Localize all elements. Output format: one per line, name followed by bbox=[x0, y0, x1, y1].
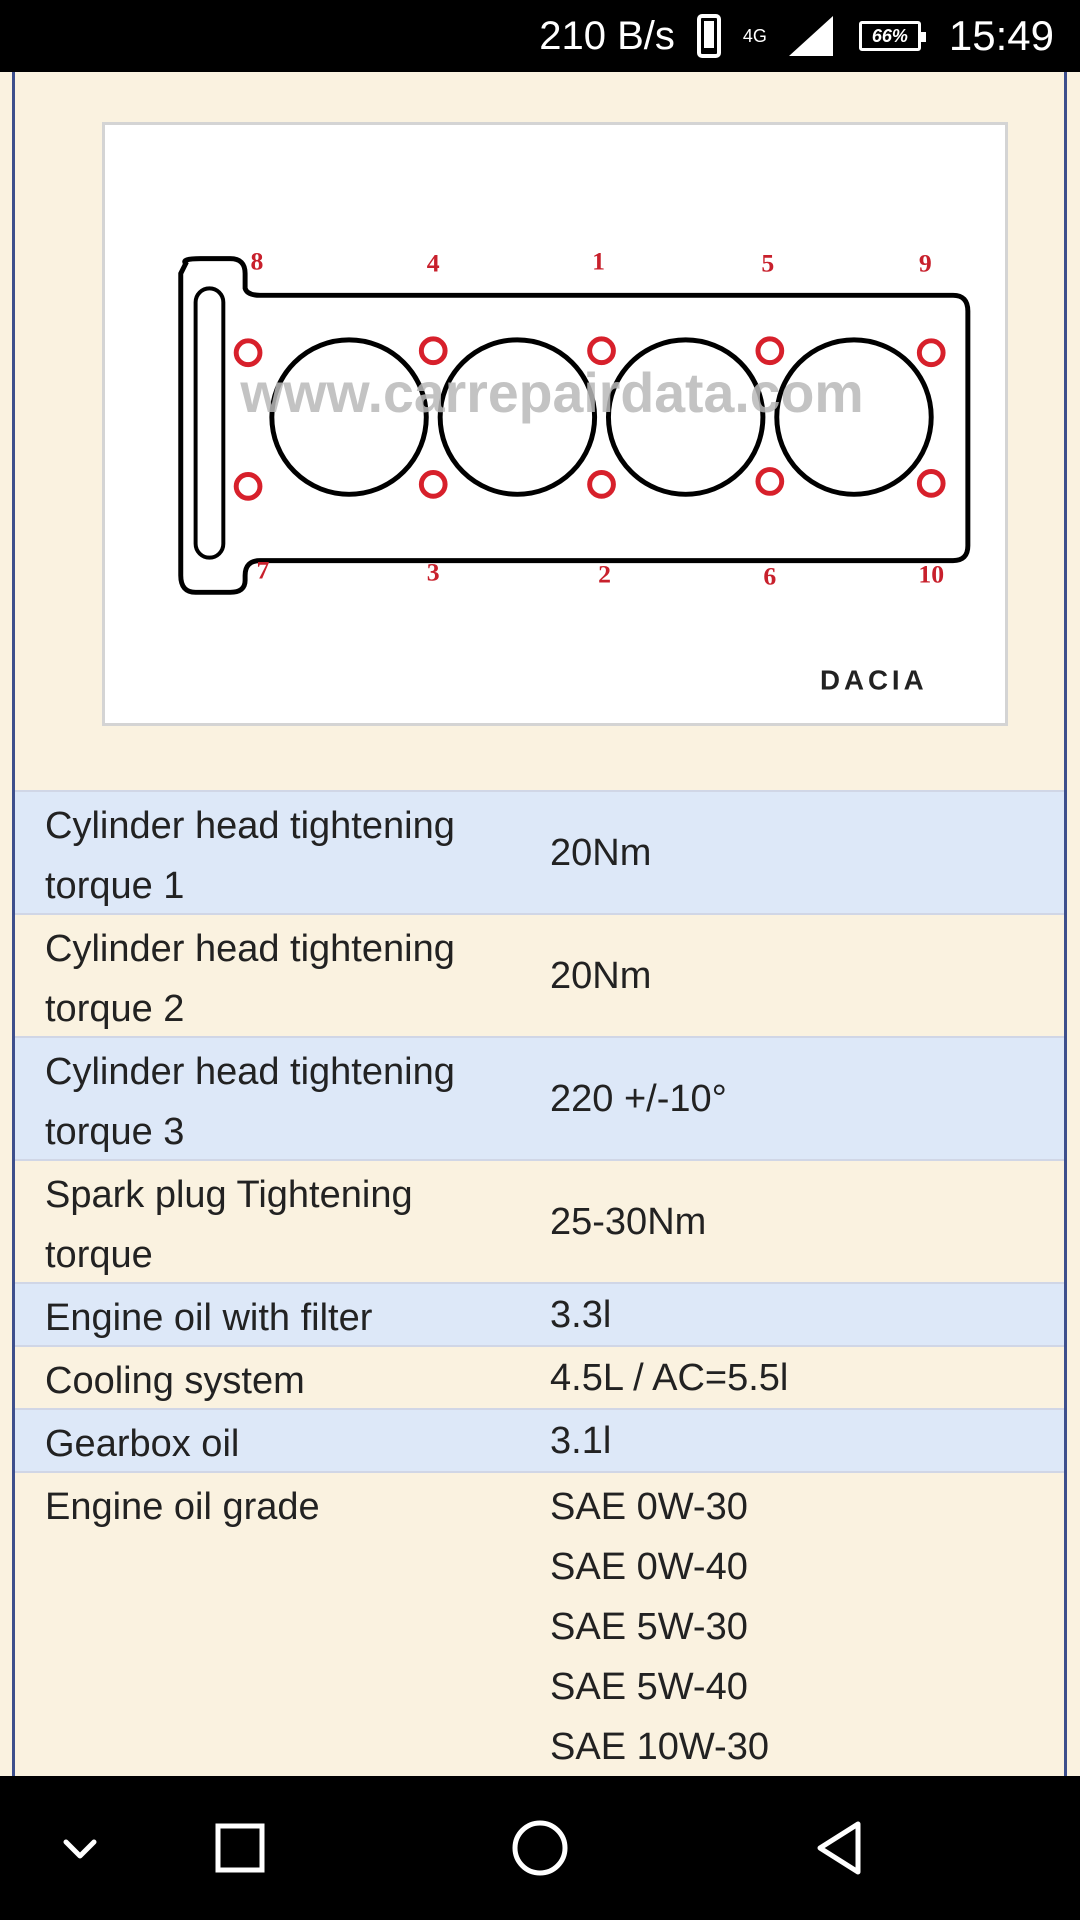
home-icon[interactable] bbox=[508, 1816, 572, 1880]
bolt-icon bbox=[587, 336, 616, 366]
bolt-number: 7 bbox=[256, 555, 269, 584]
network-type-icon: 4G bbox=[743, 27, 767, 45]
bolt-icon bbox=[233, 338, 263, 368]
cylinder-1 bbox=[269, 337, 429, 497]
bolt-icon bbox=[755, 467, 785, 496]
phone-icon bbox=[696, 14, 721, 58]
spec-value: 3.3l bbox=[550, 1293, 612, 1336]
spec-label: Cylinder head tightening torque 1 bbox=[45, 805, 455, 907]
bolt-number: 6 bbox=[763, 561, 776, 590]
bolt-icon bbox=[916, 338, 946, 368]
status-bar: 210 B/s 4G 66% 15:49 bbox=[0, 0, 1080, 72]
spec-value: 25-30Nm bbox=[550, 1200, 707, 1243]
brand-label: DACIA bbox=[820, 664, 928, 695]
bolt-number: 1 bbox=[592, 247, 605, 276]
spec-value: 20Nm bbox=[550, 831, 652, 874]
oil-grade: SAE 5W-40 bbox=[550, 1666, 748, 1708]
clock: 15:49 bbox=[948, 12, 1054, 59]
spec-table: Cylinder head tightening torque 1 20Nm C… bbox=[15, 790, 1064, 1776]
cylinder-4 bbox=[774, 337, 934, 497]
navigation-bar bbox=[0, 1776, 1080, 1920]
bolt-number: 2 bbox=[598, 559, 611, 588]
page-content[interactable]: www.carrepairdata.com 8 4 1 5 9 bbox=[0, 72, 1080, 1776]
table-row: Gearbox oil 3.1l bbox=[15, 1408, 1064, 1471]
signal-icon bbox=[788, 16, 837, 56]
bolt-icon bbox=[916, 469, 946, 498]
cylinder-head-diagram: www.carrepairdata.com 8 4 1 5 9 bbox=[102, 122, 1008, 726]
chevron-down-icon[interactable] bbox=[48, 1816, 112, 1880]
cylinder-2 bbox=[437, 337, 598, 497]
bolt-number: 8 bbox=[251, 247, 264, 276]
spec-label: Gearbox oil bbox=[45, 1423, 240, 1465]
bolt-icon bbox=[418, 336, 448, 366]
cylinder-head-svg: www.carrepairdata.com 8 4 1 5 9 bbox=[178, 247, 971, 695]
spec-label: Engine oil grade bbox=[45, 1486, 320, 1528]
spec-value: 3.1l bbox=[550, 1419, 612, 1462]
recents-icon[interactable] bbox=[208, 1816, 272, 1880]
cylinder-3 bbox=[605, 337, 766, 497]
battery-icon: 66% bbox=[858, 21, 926, 51]
oil-grade: SAE 0W-40 bbox=[550, 1546, 748, 1588]
content-border-left bbox=[12, 72, 15, 1776]
head-slot bbox=[193, 286, 226, 560]
spec-label: Cooling system bbox=[45, 1360, 305, 1402]
table-row: Engine oil grade SAE 0W-30 SAE 0W-40 SAE… bbox=[15, 1471, 1064, 1776]
network-type-label: 4G bbox=[742, 26, 767, 46]
bolt-icon bbox=[755, 336, 785, 366]
bolt-number: 10 bbox=[918, 559, 944, 588]
table-row: Engine oil with filter 3.3l bbox=[15, 1282, 1064, 1345]
bolt-number: 4 bbox=[427, 249, 440, 278]
table-row: Cooling system 4.5L / AC=5.5l bbox=[15, 1345, 1064, 1408]
spec-value: 4.5L / AC=5.5l bbox=[550, 1356, 789, 1399]
spec-label: Cylinder head tightening torque 2 bbox=[45, 928, 455, 1030]
spec-label: Engine oil with filter bbox=[45, 1297, 373, 1339]
spec-label: Spark plug Tightening torque bbox=[45, 1174, 413, 1276]
bolt-number: 5 bbox=[761, 249, 774, 278]
bolt-number: 9 bbox=[919, 249, 932, 278]
battery-level: 66% bbox=[871, 25, 908, 46]
watermark: www.carrepairdata.com bbox=[239, 362, 863, 424]
bolt-icon bbox=[418, 470, 448, 499]
net-speed: 210 B/s bbox=[539, 13, 675, 58]
bolt-icon bbox=[233, 472, 263, 501]
bolt-icon bbox=[587, 470, 616, 499]
spec-value: 20Nm bbox=[550, 954, 652, 997]
oil-grade: SAE 0W-30 bbox=[550, 1486, 748, 1528]
spec-value-list: SAE 0W-30 SAE 0W-40 SAE 5W-30 SAE 5W-40 … bbox=[540, 1473, 1064, 1776]
table-row: Cylinder head tightening torque 3 220 +/… bbox=[15, 1036, 1064, 1159]
table-row: Spark plug Tightening torque 25-30Nm bbox=[15, 1159, 1064, 1282]
spec-value: 220 +/-10° bbox=[550, 1077, 727, 1120]
content-border-right bbox=[1064, 72, 1067, 1776]
head-outline bbox=[178, 256, 971, 595]
oil-grade: SAE 5W-30 bbox=[550, 1606, 748, 1648]
oil-grade: SAE 10W-30 bbox=[550, 1726, 769, 1768]
spec-label: Cylinder head tightening torque 3 bbox=[45, 1051, 455, 1153]
back-icon[interactable] bbox=[808, 1816, 872, 1880]
table-row: Cylinder head tightening torque 1 20Nm bbox=[15, 790, 1064, 913]
table-row: Cylinder head tightening torque 2 20Nm bbox=[15, 913, 1064, 1036]
bolt-number: 3 bbox=[427, 557, 440, 586]
